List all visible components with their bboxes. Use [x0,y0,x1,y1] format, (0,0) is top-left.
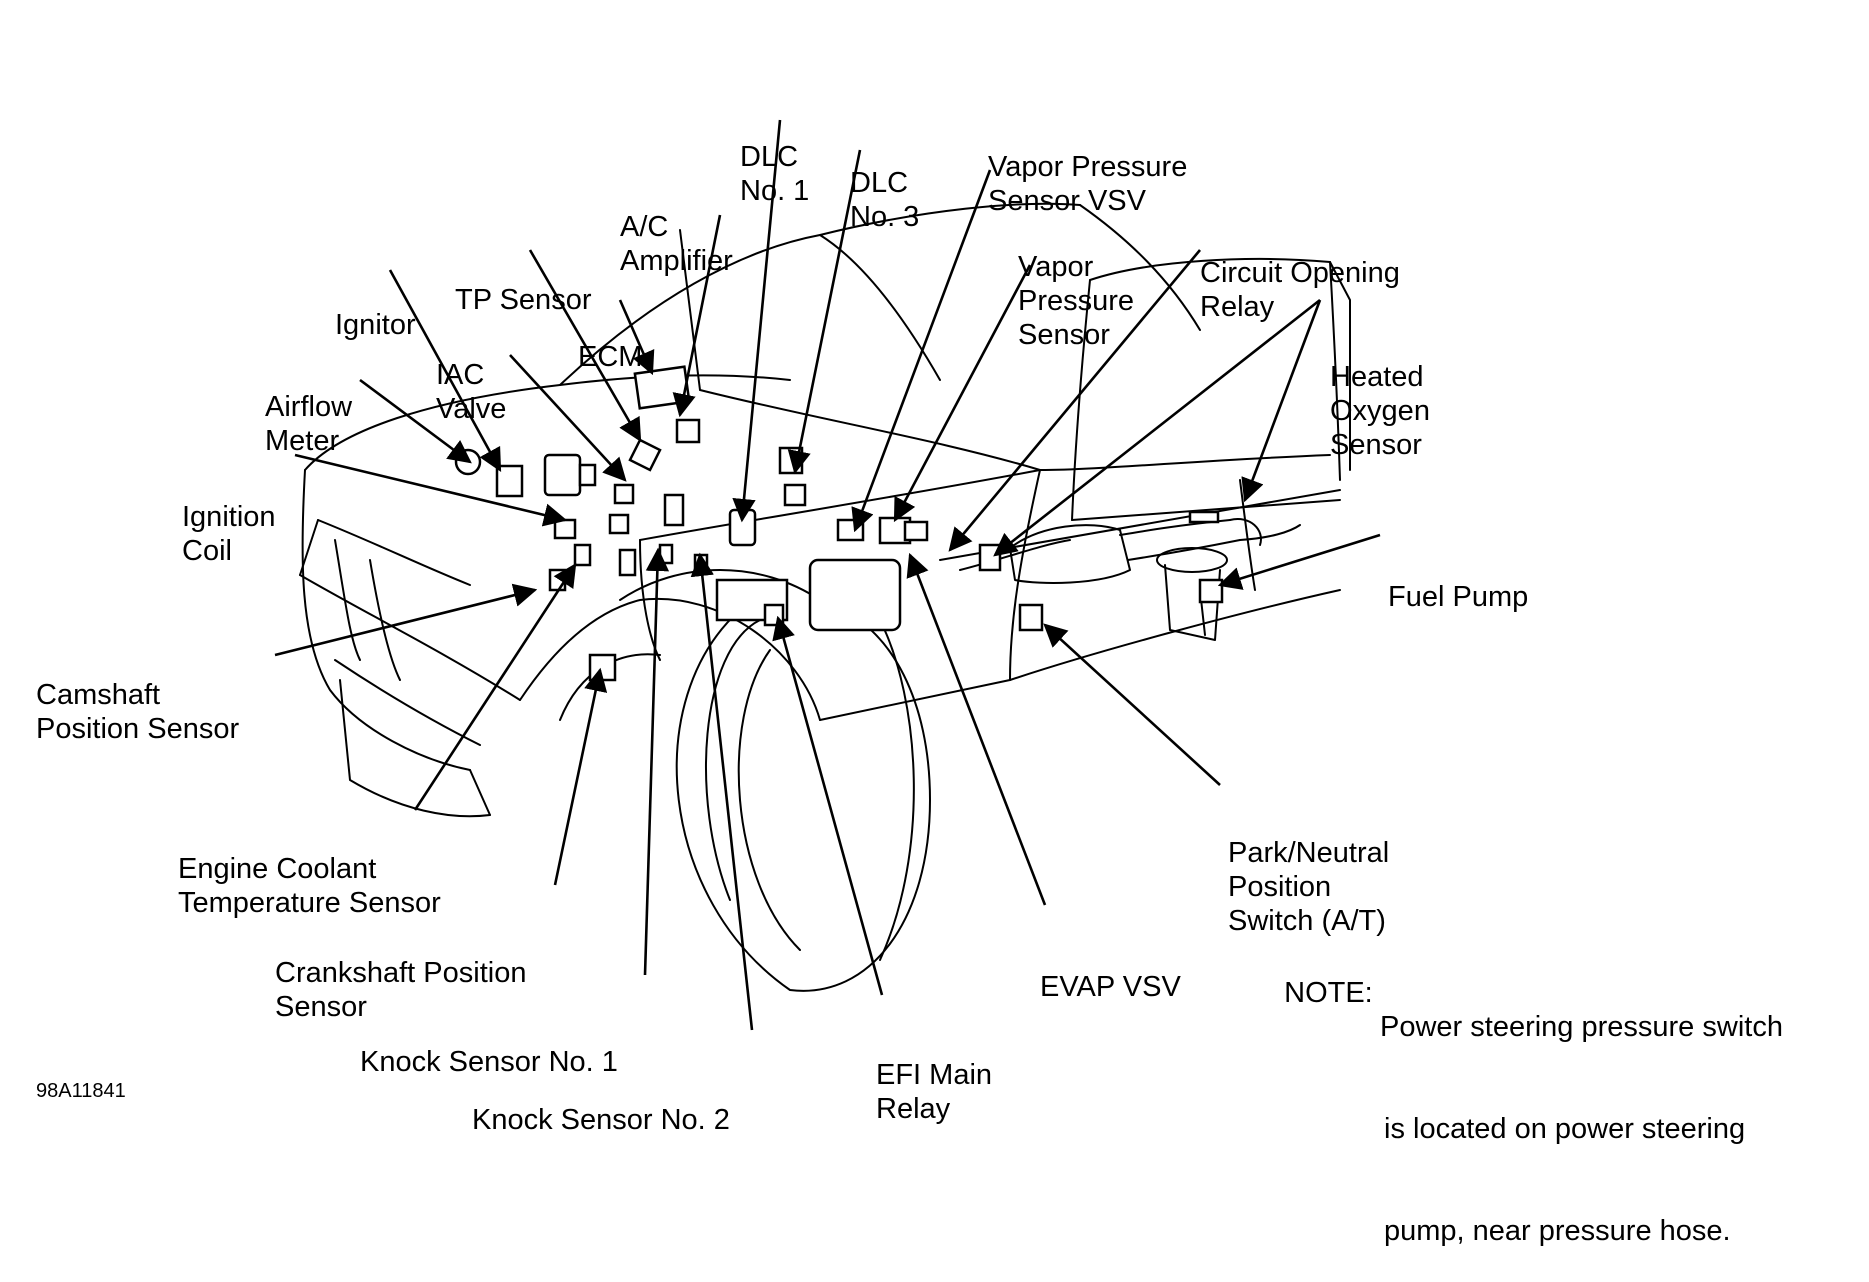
truck-drawing [274,119,1381,1031]
dlc3-leader [787,149,862,475]
vapor-sensor-leader [893,264,1032,523]
ignitor-leader [388,269,502,473]
airflow-leader [359,378,472,464]
note-heading: NOTE: [1284,977,1373,1009]
tp-sensor-leader [528,249,642,443]
label-fuel-pump: Fuel Pump [1388,581,1529,613]
ecm-leader [618,299,655,376]
note-text: Power steering pressure switch is locate… [1380,1011,1783,1247]
engine-components [454,365,1224,682]
label-ecm: ECM [578,341,643,373]
label-ignitor: Ignitor [335,309,416,341]
label-evap-vsv: EVAP VSV [1040,971,1181,1003]
dlc1-leader [732,119,782,523]
camshaft-leader [274,583,538,657]
figure-code: 98A11841 [36,1080,126,1102]
iac-leader [509,354,627,482]
ign-coil-leader [294,453,568,527]
label-knock-sensor-no1: Knock Sensor No. 1 [360,1046,618,1078]
knock1-leader [643,547,670,976]
circuit-relay-leader [948,249,1201,552]
efi-relay-leader [772,615,884,996]
crankshaft-leader [553,667,608,886]
leader-lines [274,119,1381,1031]
vehicle-outline [299,202,1351,992]
ac-amp-leader [672,214,722,418]
vapor-vsv-leader [851,169,992,533]
label-knock-sensor-no2: Knock Sensor No. 2 [472,1104,730,1136]
evap-vsv-leader [906,552,1047,906]
fuel-pump-leader [1217,533,1381,590]
label-tp-sensor: TP Sensor [455,284,592,316]
heated-o2-leader-2 [1241,299,1322,503]
park-neutral-leader [1043,623,1221,786]
heated-o2-leader-1 [993,298,1321,557]
knock2-leader [690,552,754,1031]
coolant-leader [413,563,577,811]
